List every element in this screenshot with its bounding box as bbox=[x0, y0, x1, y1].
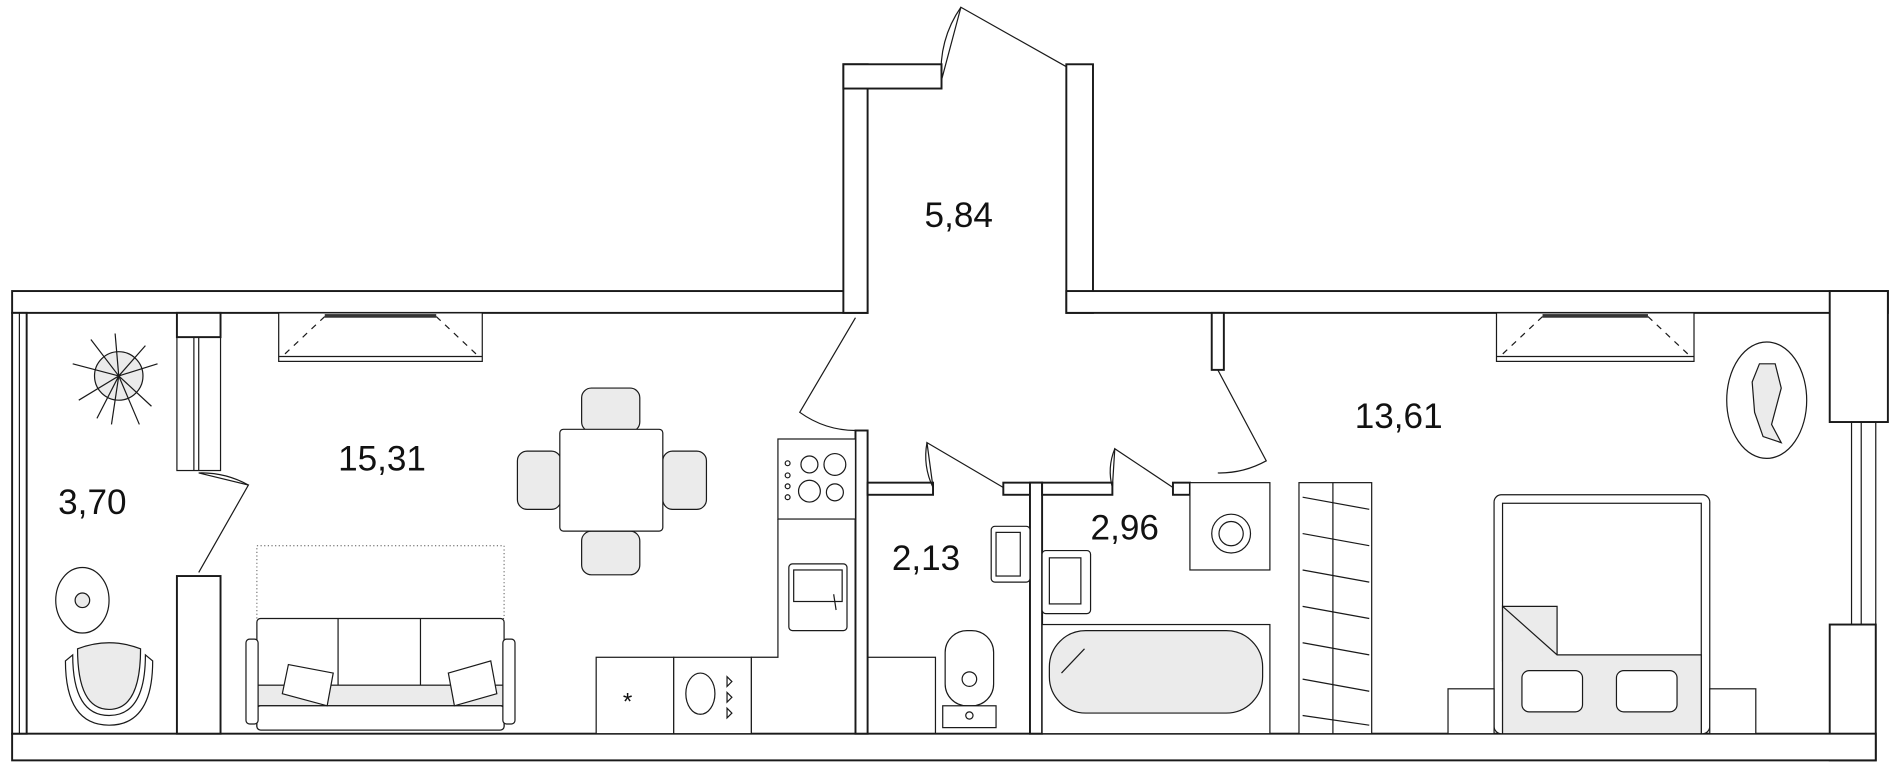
wardrobe bbox=[1298, 482, 1373, 735]
round-table bbox=[55, 566, 110, 634]
room-area-bathroom-small: 2,13 bbox=[892, 539, 960, 578]
kitchen-sink bbox=[788, 563, 848, 632]
room-area-bedroom: 13,61 bbox=[1355, 397, 1443, 436]
room-area-bathroom-large: 2,96 bbox=[1091, 509, 1159, 548]
room-area-balcony: 3,70 bbox=[58, 483, 126, 522]
dishwasher bbox=[673, 656, 752, 735]
washbasin-large bbox=[1041, 549, 1092, 615]
sofa bbox=[245, 545, 516, 731]
fridge: * bbox=[595, 656, 675, 735]
doors bbox=[198, 6, 1268, 573]
armchair bbox=[64, 642, 154, 726]
room-area-living-kitchen: 15,31 bbox=[338, 440, 426, 479]
plant bbox=[72, 333, 158, 425]
walls bbox=[11, 63, 1889, 762]
bathtub bbox=[1041, 623, 1271, 735]
ac-unit-bedroom bbox=[1495, 312, 1695, 362]
svg-text:*: * bbox=[623, 688, 633, 715]
toilet bbox=[942, 629, 997, 729]
dining-table bbox=[516, 387, 708, 576]
cabinet bbox=[866, 656, 937, 735]
bed bbox=[1447, 494, 1757, 735]
pet-rug bbox=[1726, 341, 1808, 460]
stove bbox=[777, 438, 857, 520]
washbasin-small bbox=[990, 525, 1031, 583]
room-area-hallway: 5,84 bbox=[925, 196, 993, 235]
windows bbox=[18, 312, 1877, 734]
ac-unit-living bbox=[278, 312, 483, 362]
washing-machine bbox=[1189, 482, 1271, 571]
